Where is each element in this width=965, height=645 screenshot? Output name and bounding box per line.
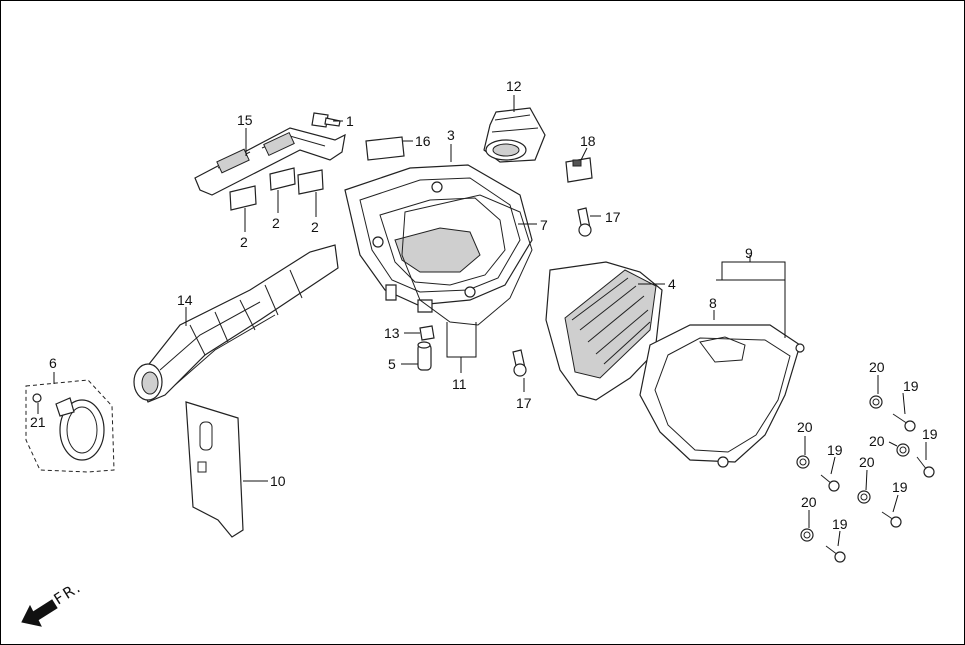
callout-19e: 19	[832, 516, 848, 532]
callout-11: 11	[452, 376, 467, 392]
callout-2a: 2	[240, 234, 248, 250]
airbox-case-part-3	[344, 164, 533, 313]
callout-20a: 20	[869, 359, 885, 375]
washer-parts-20	[796, 395, 910, 542]
callout-17b: 17	[516, 395, 532, 411]
callout-5: 5	[388, 356, 396, 372]
callout-3: 3	[447, 127, 455, 143]
callout-2c: 2	[311, 219, 319, 235]
bracket-part-15	[194, 127, 346, 196]
callout-20e: 20	[801, 494, 817, 510]
front-direction-label: FR.	[51, 578, 85, 609]
callout-4: 4	[668, 276, 676, 292]
callout-17a: 17	[605, 209, 621, 225]
callout-20d: 20	[859, 454, 875, 470]
bolt-parts-17	[512, 207, 592, 377]
front-direction-arrow-icon	[21, 599, 58, 627]
leader-lines	[37, 95, 927, 547]
tube-part-5	[417, 341, 432, 371]
callout-numbers: 15 1 2 2 2 16 3 12 18 17 7 4 9 8 13 5 11…	[30, 78, 938, 532]
callout-12: 12	[506, 78, 522, 94]
callout-10: 10	[270, 473, 286, 489]
intake-duct-part-14	[133, 244, 339, 403]
cover-part-8	[639, 324, 805, 468]
callout-2b: 2	[272, 215, 280, 231]
callout-1: 1	[346, 113, 354, 129]
callout-19a: 19	[903, 378, 919, 394]
callout-14: 14	[177, 292, 193, 308]
filter-element-part-4	[545, 261, 663, 401]
callout-15: 15	[237, 112, 253, 128]
callout-8: 8	[709, 295, 717, 311]
callout-19b: 19	[922, 426, 938, 442]
funnel-part-12	[483, 107, 546, 163]
fitting-part-13	[419, 325, 435, 341]
clamp-group-part-6	[25, 379, 115, 473]
callout-21: 21	[30, 414, 46, 430]
callout-20b: 20	[797, 419, 813, 435]
callout-18: 18	[580, 133, 596, 149]
callout-13: 13	[384, 325, 400, 341]
bolt-part-21	[32, 393, 42, 403]
pad-part-16	[365, 136, 405, 161]
clip-nut-part-18	[565, 157, 593, 183]
seal-part-7	[401, 194, 533, 326]
callout-9: 9	[745, 245, 753, 261]
pad-parts-2	[229, 167, 324, 211]
callout-6: 6	[49, 355, 57, 371]
bolt-part-1	[311, 112, 341, 128]
bolt-parts-19	[820, 413, 935, 563]
callout-19d: 19	[892, 479, 908, 495]
callout-16: 16	[415, 133, 431, 149]
callout-7: 7	[540, 217, 548, 233]
plate-part-10	[185, 401, 244, 538]
callout-20c: 20	[869, 433, 885, 449]
callout-19c: 19	[827, 442, 843, 458]
